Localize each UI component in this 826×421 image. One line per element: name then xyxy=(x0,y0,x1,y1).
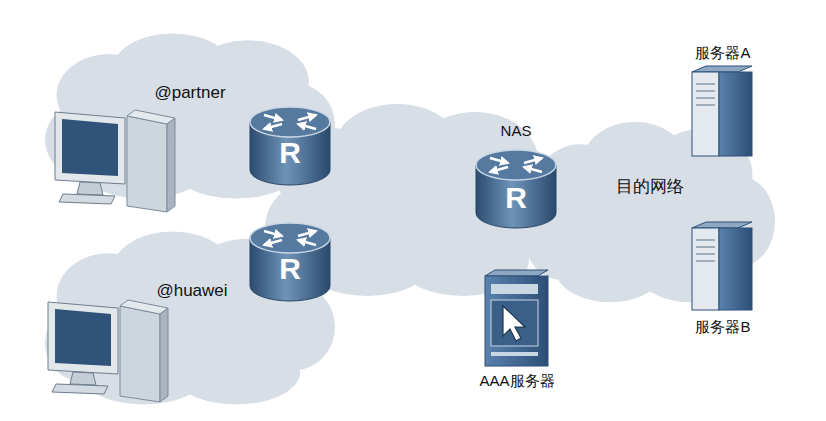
shape-part xyxy=(503,306,525,341)
pc-icon xyxy=(48,300,168,402)
shape-part xyxy=(48,302,118,374)
router-letter: R xyxy=(279,252,301,285)
shape-part xyxy=(55,112,125,184)
shape-part xyxy=(696,97,715,99)
shape-part xyxy=(696,239,715,241)
shape-part xyxy=(476,150,556,180)
shape-part xyxy=(298,124,316,129)
shape-part xyxy=(250,223,330,253)
aaa-server-icon xyxy=(485,270,548,366)
shape-part xyxy=(77,182,103,195)
shape-part xyxy=(264,124,282,129)
shape-part xyxy=(120,306,160,402)
shape-part xyxy=(692,72,719,156)
shape-part xyxy=(250,107,330,137)
router-icon xyxy=(250,223,330,301)
shape-part xyxy=(62,119,118,176)
shape-part xyxy=(696,260,715,262)
shape-part xyxy=(491,284,538,294)
shape-part xyxy=(52,384,108,394)
shape-part xyxy=(264,240,282,245)
device-label: AAA服务器 xyxy=(479,373,554,390)
network-name: @partner xyxy=(154,84,225,103)
shape-part xyxy=(70,372,96,385)
shape-part xyxy=(59,194,115,204)
shape-part xyxy=(491,300,538,346)
shape-part xyxy=(719,228,752,310)
shape-part xyxy=(524,158,542,163)
shape-part xyxy=(491,352,538,356)
shape-part xyxy=(719,72,752,156)
shape-part xyxy=(264,115,282,120)
device-label: 服务器B xyxy=(695,319,750,336)
shape-part xyxy=(160,308,168,402)
shape-part xyxy=(696,83,715,85)
shape-part xyxy=(490,158,508,163)
shape-part xyxy=(696,246,715,248)
shape-part xyxy=(298,231,316,236)
router-icon xyxy=(250,107,330,185)
device-label: 服务器A xyxy=(695,45,750,62)
network-name: @huawei xyxy=(156,282,227,301)
shape-part xyxy=(696,104,715,106)
shape-part xyxy=(298,115,316,120)
network-name: 目的网络 xyxy=(616,178,684,197)
shape-part xyxy=(692,66,752,72)
shape-part xyxy=(167,118,175,212)
server-icon xyxy=(692,66,752,156)
server-icon xyxy=(692,222,752,310)
shape-part xyxy=(490,167,508,172)
device-label: NAS xyxy=(501,123,532,140)
shape-part xyxy=(696,90,715,92)
router-icon xyxy=(476,150,556,228)
shape-part xyxy=(55,309,111,366)
shape-part xyxy=(692,222,752,228)
shape-part xyxy=(127,116,167,212)
shape-part xyxy=(264,231,282,236)
shape-part xyxy=(524,167,542,172)
shape-part xyxy=(173,340,301,405)
shape-part xyxy=(485,276,548,366)
shape-part xyxy=(692,228,719,310)
shape-part xyxy=(485,270,548,276)
shape-part xyxy=(120,300,168,314)
router-letter: R xyxy=(279,136,301,169)
shape-part xyxy=(696,253,715,255)
pc-icon xyxy=(55,110,175,212)
shape-part xyxy=(127,110,175,124)
router-letter: R xyxy=(505,181,527,214)
shape-part xyxy=(298,240,316,245)
